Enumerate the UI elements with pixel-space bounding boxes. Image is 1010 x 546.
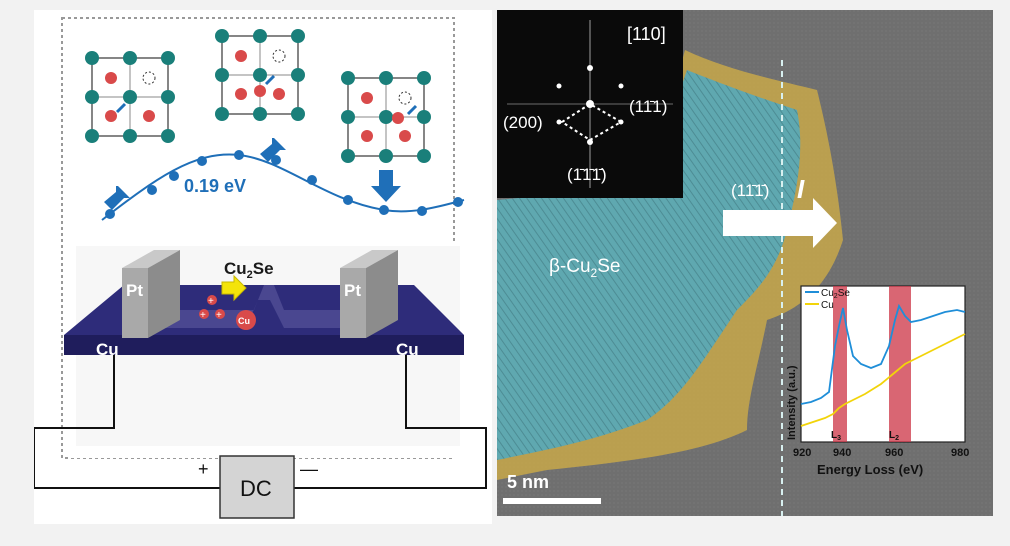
direction-arrow xyxy=(723,198,837,248)
electrode-left-label: Pt xyxy=(126,281,143,300)
wire-left xyxy=(33,355,220,489)
zone-axis-label: [110] xyxy=(627,24,666,44)
arrow-down-left-1 xyxy=(104,186,130,210)
eels-ylabel: Intensity (a.u.) xyxy=(786,365,798,440)
fft-unit-cell xyxy=(560,102,623,142)
tem-image-panel: [110] (200) (11̄1) (1̄1̄1̄) (11̄1̄) I β-… xyxy=(497,10,993,516)
material-label: Cu2Se xyxy=(224,259,274,281)
direction-symbol: I xyxy=(797,174,805,204)
contact-left-label: Cu xyxy=(96,340,119,359)
plus-sign: + xyxy=(198,459,209,479)
eels-xtick-3: 980 xyxy=(951,447,969,459)
arrow-down xyxy=(371,170,401,202)
edge-l2-label: L2 xyxy=(889,430,899,442)
lattice-cell-2 xyxy=(215,29,305,121)
fft-spot-c-label: (1̄1̄1̄) xyxy=(567,165,607,184)
electrode-right-label: Pt xyxy=(344,281,361,300)
energy-landscape-curve xyxy=(101,153,465,221)
schematic-svg: 0.19 eV Pt Pt Cu2Se + + + Cu Cu Cu DC + … xyxy=(33,17,487,519)
fft-spot-a-label: (200) xyxy=(503,113,543,132)
fft-spot-b-label: (11̄1) xyxy=(629,97,667,116)
eels-xtick-2: 960 xyxy=(885,447,903,459)
series-cu xyxy=(800,333,966,427)
l3-edge-band xyxy=(833,286,847,442)
plane-label: (11̄1̄) xyxy=(731,181,769,200)
edge-l3-label: L3 xyxy=(831,430,841,442)
phase-label: β-Cu2Se xyxy=(549,256,620,280)
lattice-cell-3 xyxy=(341,71,431,163)
wire-right xyxy=(294,355,487,489)
svg-text:+: + xyxy=(208,296,214,307)
dc-source-label: DC xyxy=(240,476,272,501)
svg-text:+: + xyxy=(200,310,206,321)
pt-electrode-right xyxy=(340,250,398,338)
crystal-region xyxy=(497,70,801,460)
cu-atom-label: Cu xyxy=(238,316,250,326)
legend-cu2se: Cu2Se xyxy=(821,288,850,300)
legend-cu: Cu xyxy=(821,300,834,311)
scale-bar xyxy=(503,498,601,504)
energy-barrier-label: 0.19 eV xyxy=(184,176,246,196)
cu-atom xyxy=(236,310,256,330)
eels-xtick-0: 920 xyxy=(793,447,811,459)
series-cu2se xyxy=(800,303,966,405)
cu-ions: + + + xyxy=(199,295,225,321)
tem-svg: [110] (200) (11̄1) (1̄1̄1̄) (11̄1̄) I β-… xyxy=(497,10,993,516)
ion-flow-arrow xyxy=(221,274,247,302)
arrow-down-left-2 xyxy=(260,138,286,162)
fft-spots xyxy=(556,65,624,145)
eels-xtick-1: 940 xyxy=(833,447,851,459)
svg-text:+: + xyxy=(216,310,222,321)
eels-chart: Cu2Se Cu L3 L2 920 940 960 980 Energy Lo… xyxy=(786,285,969,477)
lattice-cell-1 xyxy=(85,51,175,143)
eels-xlabel: Energy Loss (eV) xyxy=(817,462,923,477)
contact-right-label: Cu xyxy=(396,340,419,359)
energy-path-points xyxy=(105,150,463,219)
pt-electrode-left xyxy=(122,250,180,338)
scale-bar-label: 5 nm xyxy=(507,472,549,492)
schematic-panel: 0.19 eV Pt Pt Cu2Se + + + Cu Cu Cu DC + … xyxy=(33,10,492,524)
dc-source xyxy=(219,455,295,519)
minus-sign: — xyxy=(300,459,318,479)
